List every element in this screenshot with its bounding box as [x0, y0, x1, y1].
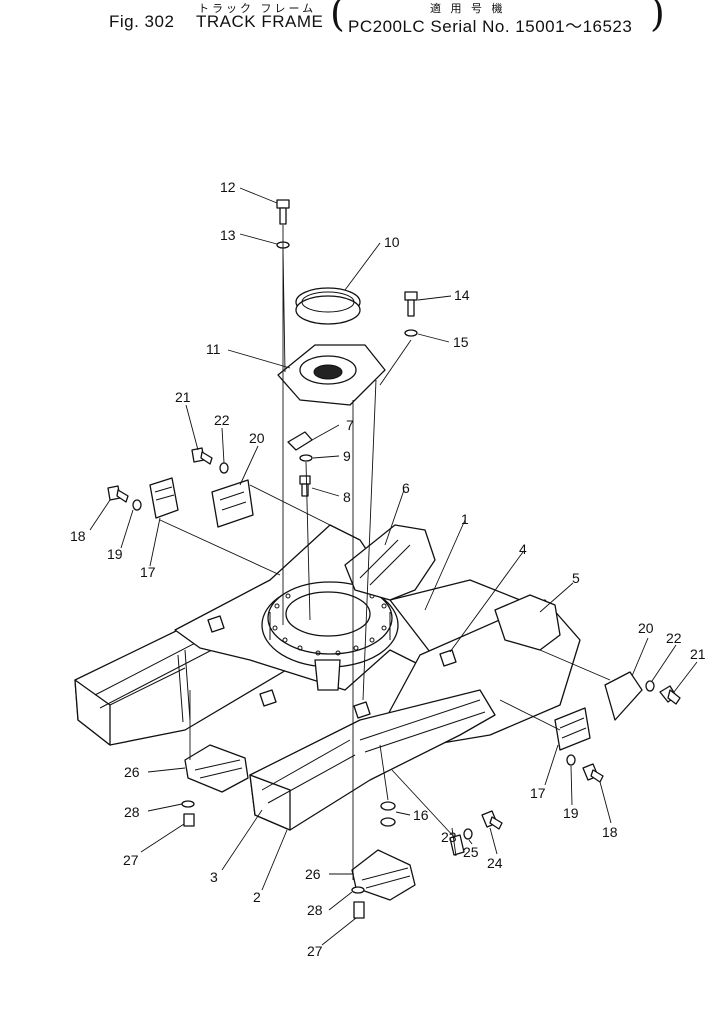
- washer-19-right: [566, 754, 576, 766]
- callout-20-left: 20: [249, 430, 265, 446]
- washer-15: [404, 329, 418, 337]
- ring-bolt-holes: [272, 593, 387, 656]
- track-frame-body: [74, 524, 581, 831]
- bolt-8: [299, 475, 311, 497]
- applicable-kanji: 適 用 号 機: [430, 2, 506, 15]
- washer-19-left: [132, 499, 142, 511]
- callout-19-left: 19: [107, 546, 123, 562]
- bolt-27-lower: [353, 901, 365, 919]
- nuts-16: [380, 801, 396, 827]
- callout-10: 10: [384, 234, 400, 250]
- bolt-18-right: [582, 763, 604, 783]
- callout-26-upper: 26: [124, 764, 140, 780]
- callout-16: 16: [413, 807, 429, 823]
- cover-17-right: [554, 707, 591, 751]
- washer-22-right: [645, 680, 655, 692]
- callout-5: 5: [572, 570, 580, 586]
- swing-circle-seal-10: [295, 287, 361, 325]
- callout-9: 9: [343, 448, 351, 464]
- callout-19-right: 19: [563, 805, 579, 821]
- callout-18-left: 18: [70, 528, 86, 544]
- callout-23: 23: [441, 829, 457, 845]
- callout-1: 1: [461, 511, 469, 527]
- cover-17-left: [149, 477, 179, 519]
- open-paren: (: [330, 0, 345, 35]
- callout-8: 8: [343, 489, 351, 505]
- callout-2: 2: [253, 889, 261, 905]
- figure-title: TRACK FRAME: [196, 12, 324, 31]
- cover-20-right: [604, 671, 643, 721]
- callout-15: 15: [453, 334, 469, 350]
- washer-22-left: [219, 462, 229, 474]
- cover-20-left: [211, 479, 254, 528]
- callout-21-right: 21: [690, 646, 706, 662]
- figure-number: Fig. 302: [109, 12, 175, 31]
- callout-17-right: 17: [530, 785, 546, 801]
- callout-28-lower: 28: [307, 902, 323, 918]
- bolt-27-upper: [183, 813, 195, 827]
- bolt-24: [481, 810, 503, 830]
- callout-26-lower: 26: [305, 866, 321, 882]
- callout-25: 25: [463, 844, 479, 860]
- guard-26-upper: [184, 744, 249, 793]
- callout-7: 7: [346, 417, 354, 433]
- callout-21-left: 21: [175, 389, 191, 405]
- serial-range: PC200LC Serial No. 15001～16523: [348, 17, 633, 36]
- washer-9: [299, 454, 313, 462]
- cover-plate-11: [277, 344, 386, 406]
- bolt-21-left: [191, 447, 213, 465]
- callout-3: 3: [210, 869, 218, 885]
- callout-14: 14: [454, 287, 470, 303]
- callout-27-upper: 27: [123, 852, 139, 868]
- callout-12: 12: [220, 179, 236, 195]
- washer-25: [463, 828, 473, 840]
- bolt-14: [404, 291, 418, 317]
- bolt-12: [276, 199, 290, 225]
- callout-4: 4: [519, 541, 527, 557]
- title-katakana: トラック フレーム: [198, 2, 317, 15]
- callout-13: 13: [220, 227, 236, 243]
- callout-22-left: 22: [214, 412, 230, 428]
- assembly-lines: [159, 225, 611, 880]
- callout-18-right: 18: [602, 824, 618, 840]
- callout-numbers: 1 2 3 4 5 6 7 8 9 10 11 12 13 14 15 16 1…: [70, 179, 706, 959]
- callout-20-right: 20: [638, 620, 654, 636]
- washer-28-lower: [351, 886, 365, 894]
- bolt-21-right: [659, 685, 681, 705]
- bolt-18-left: [107, 485, 129, 503]
- callout-24: 24: [487, 855, 503, 871]
- callout-17-left: 17: [140, 564, 156, 580]
- washer-28-upper: [181, 800, 195, 808]
- leader-lines: [89, 187, 698, 946]
- callout-28-upper: 28: [124, 804, 140, 820]
- callout-11: 11: [206, 341, 221, 357]
- callout-27-lower: 27: [307, 943, 323, 959]
- callout-6: 6: [402, 480, 410, 496]
- callout-22-right: 22: [666, 630, 682, 646]
- plate-7: [287, 431, 313, 451]
- close-paren: ): [650, 0, 665, 35]
